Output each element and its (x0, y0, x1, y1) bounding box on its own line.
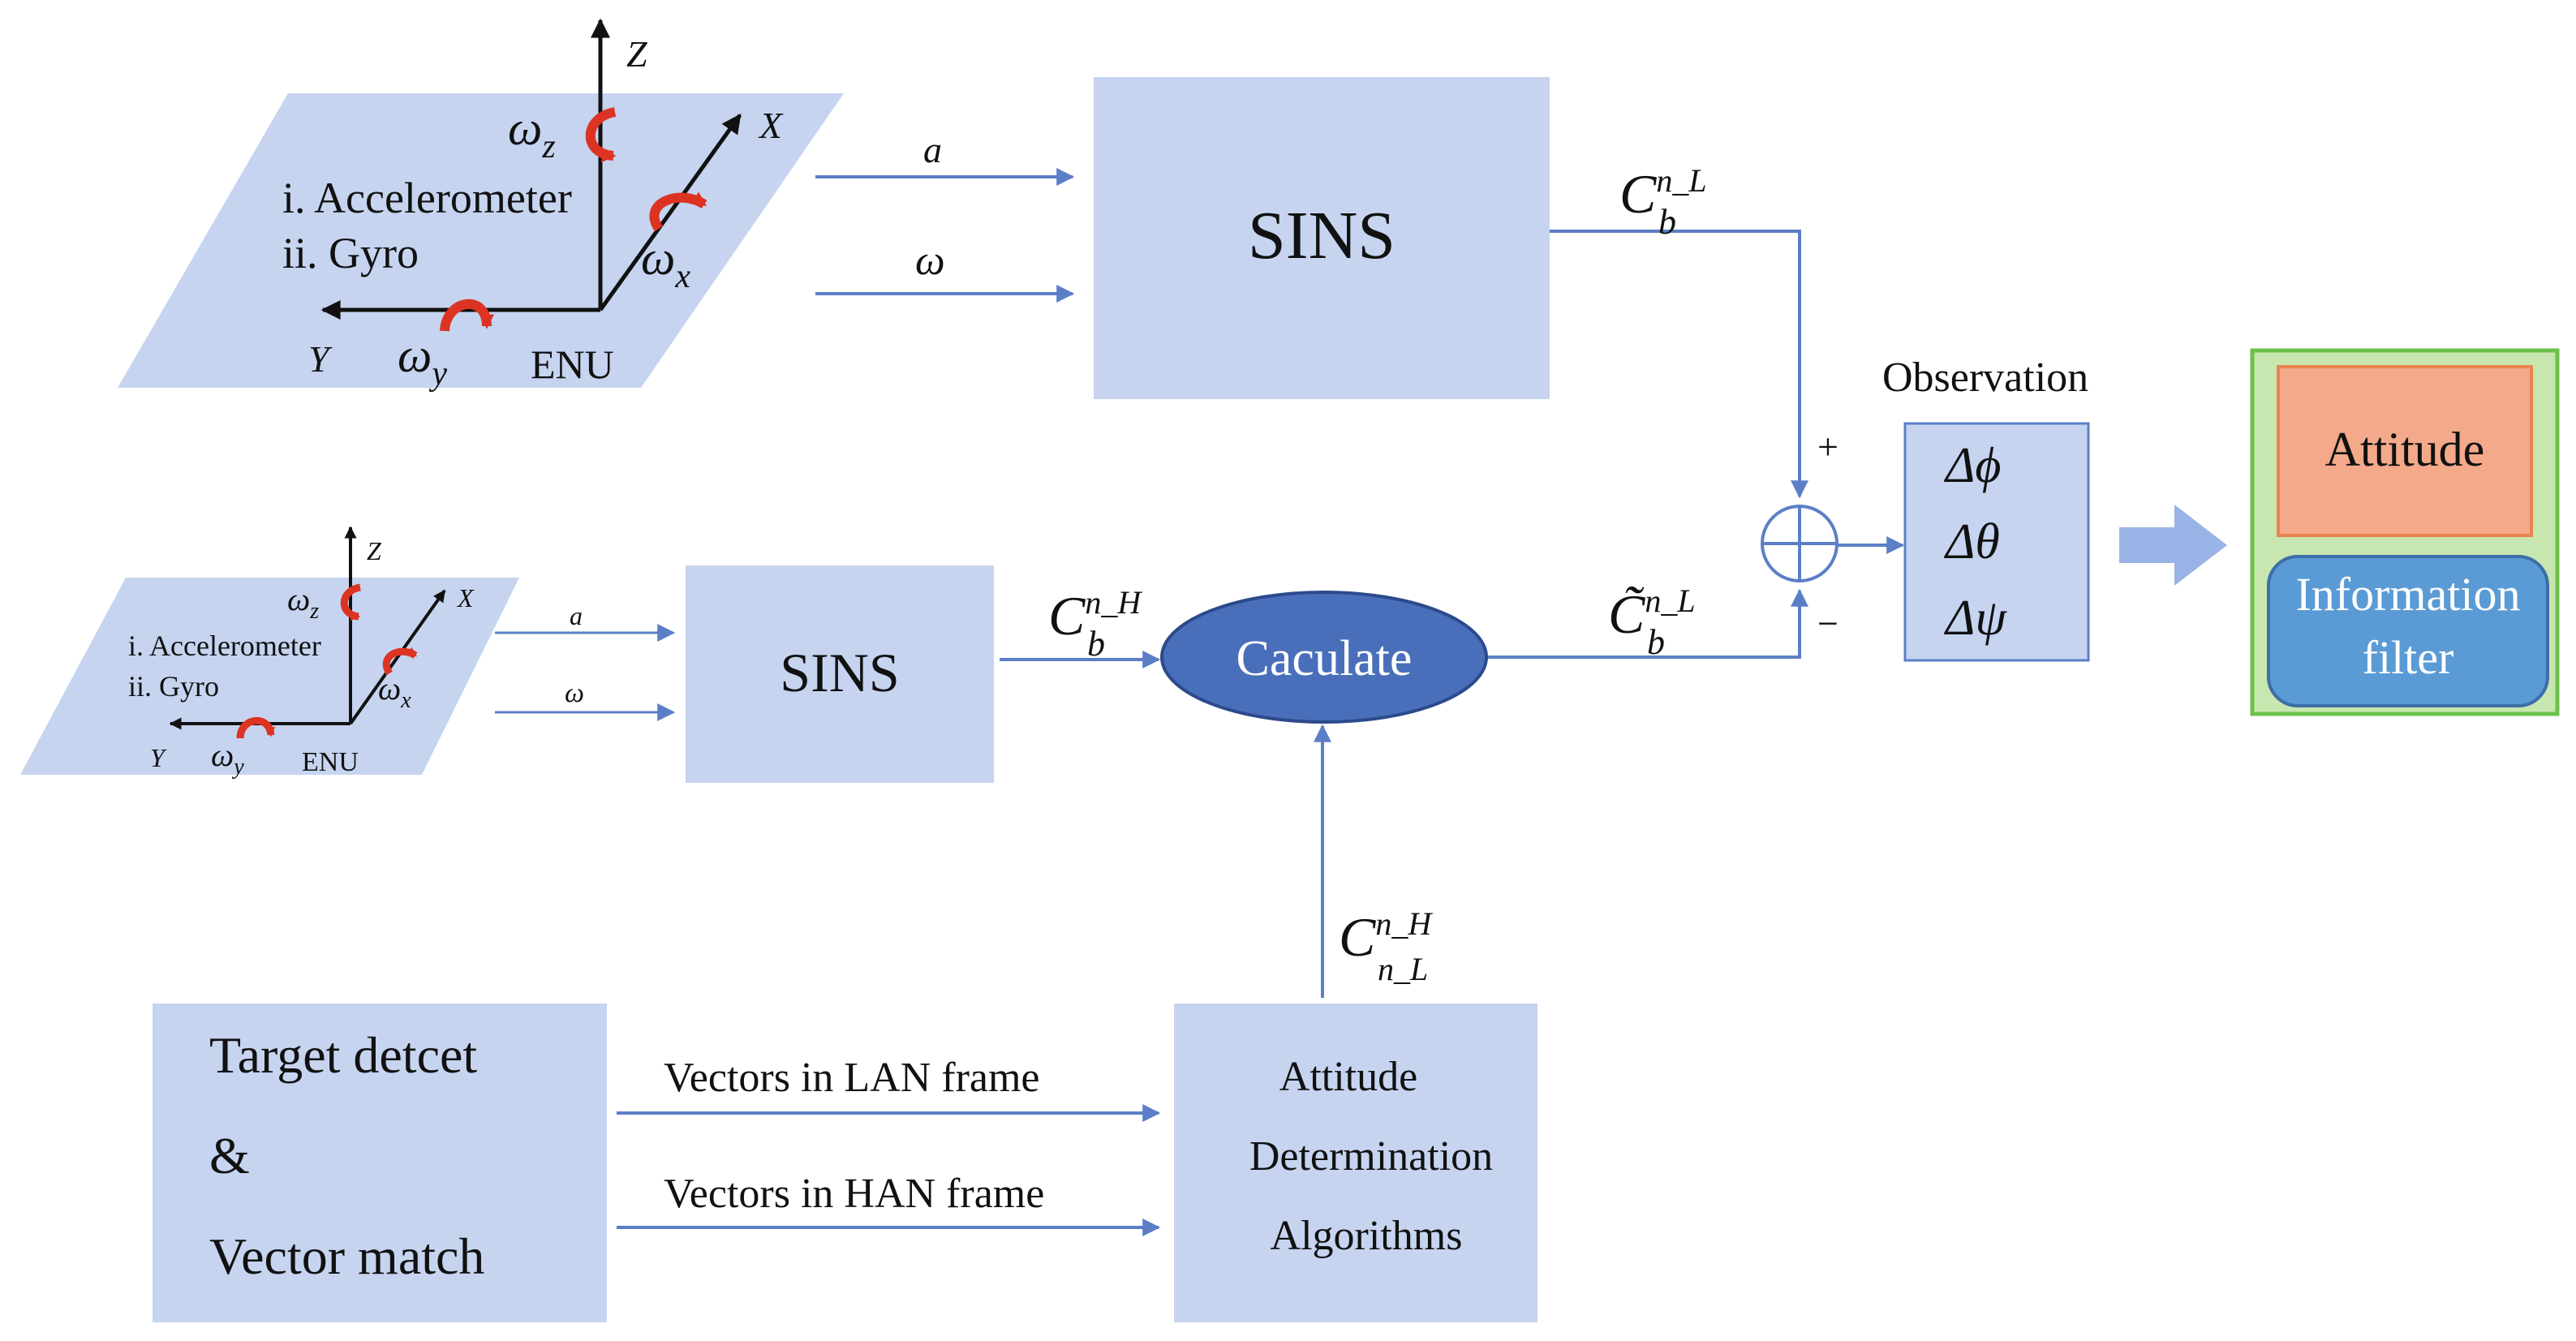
attitude-determination-line1: Attitude (1279, 1054, 1417, 1100)
imu-top-rotation-z-icon (585, 107, 617, 163)
top-omega-label: ω (915, 238, 945, 284)
observation-item-0: Δϕ (1943, 438, 2001, 493)
imu-top-x-axis (598, 114, 742, 312)
imu-bottom-omega-z: ωz (287, 581, 319, 624)
top-a-label: a (923, 129, 942, 170)
output-panel: Attitude Information filter (2250, 348, 2560, 716)
information-filter-label-line2: filter (2363, 631, 2454, 684)
attitude-determination-line3: Algorithms (1271, 1213, 1463, 1259)
calculate-label: Caculate (1236, 631, 1413, 686)
sum-plus-sign: + (1817, 426, 1838, 467)
observation-item-2: Δψ (1943, 591, 2007, 646)
observation-to-output-arrow (2119, 505, 2227, 586)
sum-minus-sign: − (1817, 603, 1838, 644)
imu-bottom-y-label: Y (150, 743, 167, 772)
imu-bottom-x-axis (349, 589, 446, 725)
target-detect-line1: Target detcet (209, 1026, 477, 1084)
observation-title: Observation (1882, 355, 2088, 401)
imu-top-omega-x: ωx (641, 231, 690, 295)
imu-top-accelerometer-label: i. Accelerometer (282, 174, 572, 222)
information-filter-label-line1: Information (2295, 568, 2520, 621)
imu-top-frame-label: ENU (531, 342, 614, 387)
attitude-determination-line2: Determination (1249, 1133, 1493, 1180)
sins-bottom-block: SINS (686, 565, 994, 783)
target-detect-block: Target detcet & Vector match (153, 1004, 607, 1322)
information-filter-box (2267, 555, 2549, 707)
han-vectors-label: Vectors in HAN frame (664, 1171, 1044, 1217)
sins-bottom-box (686, 565, 994, 783)
imu-bottom-rotation-x-icon (382, 647, 418, 676)
target-detect-box (153, 1004, 607, 1322)
connectors (617, 230, 2227, 1236)
lan-vectors-label: Vectors in LAN frame (664, 1055, 1040, 1101)
calculate-ellipse (1160, 591, 1488, 724)
imu-top-rotation-x-icon (649, 191, 707, 232)
imu-bottom-rotation-z-icon (340, 583, 362, 621)
imu-top-gyro-label: ii. Gyro (282, 229, 419, 277)
target-detect-line2: & (209, 1127, 250, 1184)
imu-bottom-frame-label: ENU (302, 747, 359, 777)
signal-arrows: a ω a ω (495, 129, 1075, 721)
imu-bottom-x-label: X (456, 583, 475, 612)
sins-top-box (1094, 77, 1550, 399)
imu-top-z-label: Z (626, 33, 647, 75)
imu-bottom-omega-y: ωy (211, 737, 244, 780)
imu-bottom: Z X Y ωz ωx ωy i. Accelerometer ii. Gyro… (20, 526, 519, 780)
attitude-label: Attitude (2325, 423, 2485, 476)
sins-top-block: SINS (1094, 77, 1550, 399)
imu-bottom-z-label: Z (367, 536, 382, 565)
imu-top-y-label: Y (308, 338, 333, 380)
observation-block: Observation Δϕ Δθ Δψ (1882, 355, 2090, 662)
attitude-determination-block: Attitude Determination Algorithms (1174, 1004, 1537, 1322)
attitude-box (2277, 365, 2533, 537)
sins-top-to-sum-line (1550, 230, 1808, 499)
bottom-a-label: a (570, 601, 583, 630)
observation-box (1903, 422, 2090, 662)
calculate-block: Caculate (1160, 591, 1488, 724)
summing-junction: + − (1761, 426, 1838, 644)
imu-bottom-accelerometer-label: i. Accelerometer (128, 630, 321, 662)
sins-bottom-label: SINS (780, 642, 899, 703)
sins-top-label: SINS (1248, 198, 1396, 273)
target-detect-line3: Vector match (209, 1227, 484, 1285)
bottom-omega-label: ω (565, 678, 584, 708)
imu-top-plane (118, 93, 844, 388)
imu-top: Z X Y ωz ωx ωy i. Accelerometer ii. Gyro… (118, 18, 844, 393)
imu-bottom-omega-x: ωx (378, 670, 411, 713)
imu-bottom-plane (20, 578, 519, 775)
imu-bottom-gyro-label: ii. Gyro (128, 670, 219, 703)
imu-top-omega-y: ωy (398, 329, 447, 393)
attitude-determination-box (1174, 1004, 1537, 1322)
observation-item-1: Δθ (1943, 514, 2000, 569)
imu-top-omega-z: ωz (508, 101, 556, 165)
imu-top-x-label: X (758, 105, 784, 146)
calc-to-sum-line (1486, 588, 1808, 659)
imu-bottom-rotation-y-icon (236, 717, 276, 739)
imu-top-rotation-y-icon (440, 299, 494, 332)
